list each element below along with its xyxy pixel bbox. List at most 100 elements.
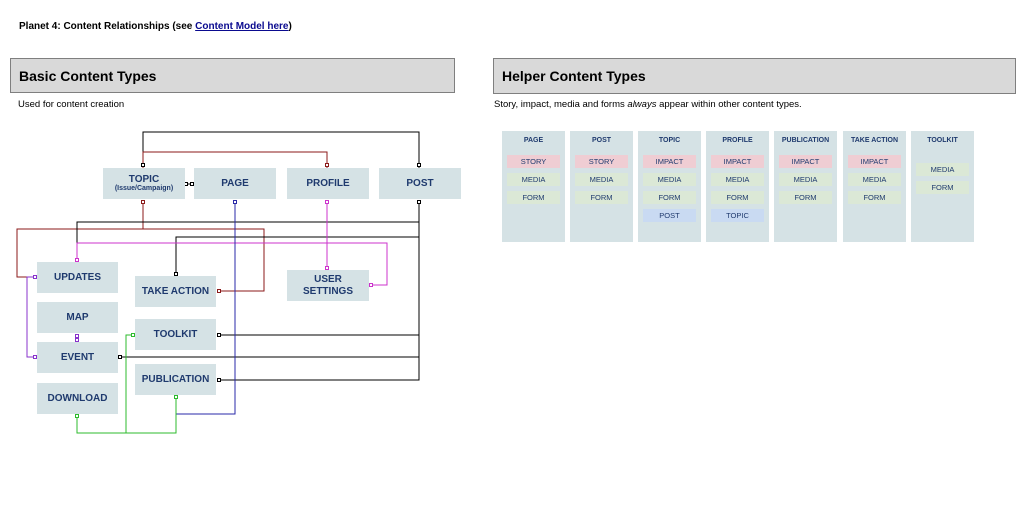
connector-endpoint (325, 163, 329, 167)
helper-subtitle: Story, impact, media and forms always ap… (494, 99, 802, 110)
connector-endpoint (75, 334, 79, 338)
connector-endpoint (118, 355, 122, 359)
helper-card-title: PUBLICATION (781, 137, 830, 144)
helper-card-title: TOOLKIT (927, 137, 958, 144)
connector-endpoint (174, 272, 178, 276)
node-page[interactable]: PAGE (194, 168, 276, 199)
node-map-label: MAP (66, 311, 89, 323)
basic-header-label: Basic Content Types (19, 67, 157, 84)
helper-card-title: TOPIC (658, 137, 681, 144)
node-post[interactable]: POST (379, 168, 461, 199)
node-take-action-label: TAKE ACTION (141, 285, 210, 297)
connector-endpoint (141, 200, 145, 204)
node-download[interactable]: DOWNLOAD (37, 383, 118, 414)
helper-chip-form: FORM (643, 191, 696, 204)
helper-chip-story: STORY (507, 155, 560, 168)
node-publication-label: PUBLICATION (141, 373, 210, 385)
connector-topic-profile (142, 151, 328, 168)
helper-chip-post: POST (643, 209, 696, 222)
helper-chip-media: MEDIA (916, 163, 969, 176)
connector-endpoint (417, 163, 421, 167)
helper-chip-impact: IMPACT (643, 155, 696, 168)
connector-endpoint (75, 258, 79, 262)
connector-endpoint (33, 355, 37, 359)
connector-download-toolkit (125, 334, 134, 433)
connector-endpoint (75, 338, 79, 342)
connector-post-publication (217, 357, 420, 381)
helper-chip-form: FORM (916, 181, 969, 194)
node-page-label: PAGE (221, 177, 249, 189)
helper-chip-topic: TOPIC (711, 209, 764, 222)
node-toolkit[interactable]: TOOLKIT (135, 319, 216, 350)
node-topic-label: TOPIC (128, 173, 160, 185)
node-toolkit-label: TOOLKIT (153, 328, 198, 340)
basic-content-types-header: Basic Content Types (10, 58, 455, 93)
node-take-action[interactable]: TAKE ACTION (135, 276, 216, 307)
connector-updates-event (26, 276, 36, 358)
connector-endpoint (233, 200, 237, 204)
node-profile-label: PROFILE (306, 177, 350, 189)
helper-card: TAKE ACTION IMPACT MEDIA FORM (843, 131, 906, 242)
connector-endpoint (325, 200, 329, 204)
node-post-label: POST (406, 177, 434, 189)
connector-endpoint (174, 395, 178, 399)
helper-chip-form: FORM (848, 191, 901, 204)
connector-endpoint (75, 414, 79, 418)
helper-card-title: TAKE ACTION (850, 137, 899, 144)
helper-chip-form: FORM (779, 191, 832, 204)
connector-endpoint (33, 275, 37, 279)
connector-updates-usersettings (76, 242, 388, 286)
helper-chip-impact: IMPACT (779, 155, 832, 168)
connector-endpoint (217, 333, 221, 337)
connector-endpoint (325, 266, 329, 270)
node-topic-sublabel: (Issue/Campaign) (114, 185, 174, 193)
helper-chip-media: MEDIA (848, 173, 901, 186)
helper-chip-media: MEDIA (643, 173, 696, 186)
node-user-settings[interactable]: USER SETTINGS (287, 270, 369, 301)
page-title-text: Planet 4: Content Relationships (see (19, 21, 196, 32)
connector-endpoint (131, 333, 135, 337)
connector-endpoint (417, 200, 421, 204)
connector-post-takeaction (175, 222, 420, 275)
helper-header-label: Helper Content Types (502, 68, 646, 84)
connector-endpoint (217, 289, 221, 293)
node-event[interactable]: EVENT (37, 342, 118, 373)
node-user-settings-label: SETTINGS (302, 285, 353, 297)
node-profile[interactable]: PROFILE (287, 168, 369, 199)
connector-endpoint (141, 163, 145, 167)
helper-chip-form: FORM (575, 191, 628, 204)
node-download-label: DOWNLOAD (47, 392, 108, 404)
basic-subtitle: Used for content creation (18, 99, 125, 110)
helper-chip-story: STORY (575, 155, 628, 168)
node-topic[interactable]: TOPIC (Issue/Campaign) (103, 168, 185, 199)
helper-card-title: PROFILE (722, 137, 753, 144)
content-model-link[interactable]: Content Model here (195, 21, 289, 32)
helper-card: PROFILE IMPACT MEDIA FORM TOPIC (706, 131, 769, 242)
connector-endpoint (190, 182, 194, 186)
helper-chip-impact: IMPACT (711, 155, 764, 168)
helper-chip-media: MEDIA (575, 173, 628, 186)
node-map[interactable]: MAP (37, 302, 118, 333)
helper-subtitle-part: Story, impact, media and forms (494, 99, 628, 110)
helper-subtitle-part: appear within other content types. (656, 99, 802, 110)
helper-chip-form: FORM (711, 191, 764, 204)
helper-card: POST STORY MEDIA FORM (570, 131, 633, 242)
connector-endpoint (369, 283, 373, 287)
page-title: Planet 4: Content Relationships (see Con… (19, 21, 292, 32)
helper-chip-media: MEDIA (711, 173, 764, 186)
helper-chip-impact: IMPACT (848, 155, 901, 168)
helper-card: TOPIC IMPACT MEDIA FORM POST (638, 131, 701, 242)
connector-topic-post-top (142, 131, 420, 168)
node-updates[interactable]: UPDATES (37, 262, 118, 293)
connector-topic-takeaction (143, 228, 265, 292)
helper-card-title: POST (591, 137, 612, 144)
connector-post-updates (76, 200, 420, 261)
node-publication[interactable]: PUBLICATION (135, 364, 216, 395)
node-updates-label: UPDATES (53, 271, 102, 283)
helper-card: TOOLKIT MEDIA FORM (911, 131, 974, 242)
helper-chip-form: FORM (507, 191, 560, 204)
connector-topic-updates (16, 200, 144, 278)
